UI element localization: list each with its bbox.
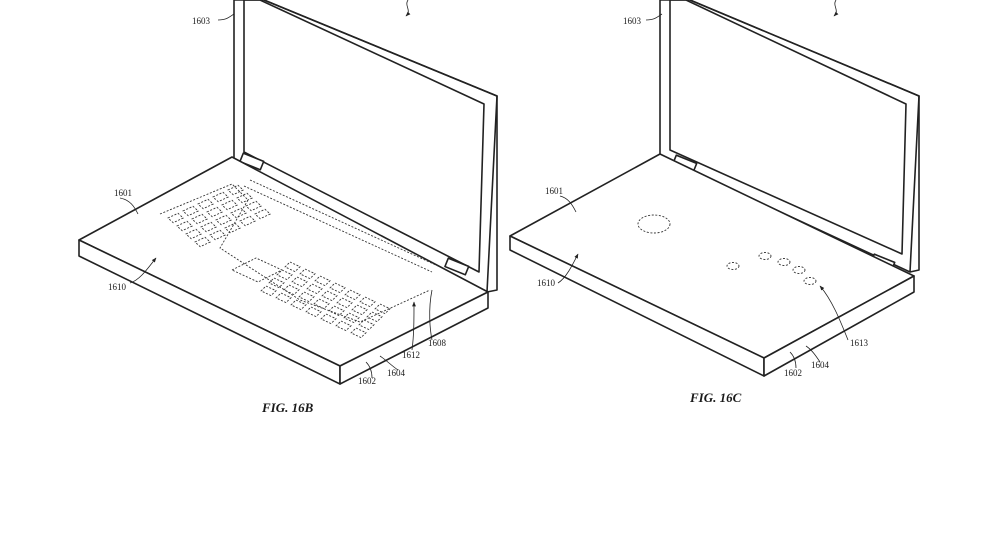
- virtual-keyboard-right-16b: [260, 261, 391, 339]
- laptop-lid-16c: [659, 0, 920, 273]
- ref-1603-16c: 1603: [623, 16, 642, 26]
- virtual-key: [306, 283, 323, 295]
- laptop-base-side-16c: [763, 275, 915, 377]
- virtual-key: [276, 269, 293, 281]
- virtual-key: [209, 229, 227, 241]
- virtual-key: [351, 304, 368, 316]
- virtual-key: [328, 305, 345, 317]
- virtual-key: [275, 292, 292, 304]
- ref-1602-16c: 1602: [784, 368, 802, 378]
- virtual-key: [224, 222, 242, 234]
- figure-16c: 1603 1601 1610 1613 1604 1602 FIG. 16C: [509, 0, 920, 405]
- ref-1604-16b: 1604: [387, 368, 406, 378]
- virtual-key: [185, 228, 203, 240]
- virtual-key: [176, 220, 194, 232]
- virtual-key: [283, 284, 300, 296]
- virtual-key: [167, 212, 185, 224]
- ref-1610-16c: 1610: [537, 278, 556, 288]
- touch-region-dot-2-16c: [758, 252, 772, 260]
- touch-region-dot-5-16c: [803, 277, 817, 285]
- ref-1612-16b: 1612: [402, 350, 420, 360]
- virtual-key: [313, 298, 330, 310]
- virtual-key: [336, 297, 353, 309]
- virtual-key: [239, 215, 257, 227]
- virtual-key: [245, 200, 263, 212]
- virtual-key: [305, 306, 322, 318]
- virtual-key: [191, 213, 209, 225]
- touch-region-dot-4-16c: [792, 266, 806, 274]
- virtual-key: [230, 207, 248, 219]
- virtual-key: [329, 282, 346, 294]
- virtual-key: [358, 319, 375, 331]
- virtual-key: [236, 192, 254, 204]
- hinge-right-16b: [444, 257, 470, 276]
- hinge-left-16b: [239, 152, 265, 171]
- virtual-key: [227, 184, 245, 196]
- virtual-key: [221, 199, 239, 211]
- virtual-key: [344, 289, 361, 301]
- virtual-key: [314, 275, 331, 287]
- figure-16b: 1603 1601 1610 1608 1612 1604 1602 FIG. …: [78, 0, 498, 415]
- virtual-key: [254, 208, 272, 220]
- virtual-key: [299, 268, 316, 280]
- virtual-key: [206, 206, 224, 218]
- touch-region-dot-3-16c: [777, 258, 791, 266]
- virtual-key: [197, 198, 215, 210]
- virtual-key: [291, 276, 308, 288]
- virtual-key: [212, 191, 230, 203]
- laptop-base-side-16b: [339, 291, 489, 385]
- virtual-key: [321, 290, 338, 302]
- virtual-key: [366, 311, 383, 323]
- touch-region-large-16c: [637, 214, 671, 234]
- virtual-key: [350, 327, 367, 339]
- ref-1601-16b: 1601: [114, 188, 132, 198]
- virtual-key: [343, 312, 360, 324]
- touch-region-dot-1-16c: [726, 262, 740, 270]
- ref-1601-16c: 1601: [545, 186, 563, 196]
- virtual-key: [182, 205, 200, 217]
- virtual-key: [335, 320, 352, 332]
- caption-16c: FIG. 16C: [689, 390, 742, 405]
- virtual-key: [320, 313, 337, 325]
- ref-1613-16c: 1613: [850, 338, 869, 348]
- ref-1602-16b: 1602: [358, 376, 376, 386]
- virtual-key: [268, 277, 285, 289]
- virtual-trackpad-16b: [230, 257, 284, 283]
- display-screen-16c: [669, 0, 907, 255]
- virtual-key: [284, 261, 301, 273]
- virtual-key: [260, 285, 277, 297]
- ref-1604-16c: 1604: [811, 360, 830, 370]
- keyboard-outline-16b: [159, 183, 431, 323]
- ref-1603-16b: 1603: [192, 16, 211, 26]
- virtual-keyboard-left-16b: [167, 184, 272, 248]
- virtual-key: [374, 303, 391, 315]
- display-screen-16b: [243, 0, 485, 273]
- ref-1610-16b: 1610: [108, 282, 127, 292]
- virtual-key: [200, 221, 218, 233]
- virtual-key: [194, 236, 212, 248]
- virtual-key: [215, 214, 233, 226]
- laptop-lid-16b: [233, 0, 498, 293]
- virtual-key: [359, 296, 376, 308]
- ref-1608-16b: 1608: [428, 338, 447, 348]
- virtual-key: [298, 291, 315, 303]
- virtual-key: [290, 299, 307, 311]
- caption-16b: FIG. 16B: [261, 400, 314, 415]
